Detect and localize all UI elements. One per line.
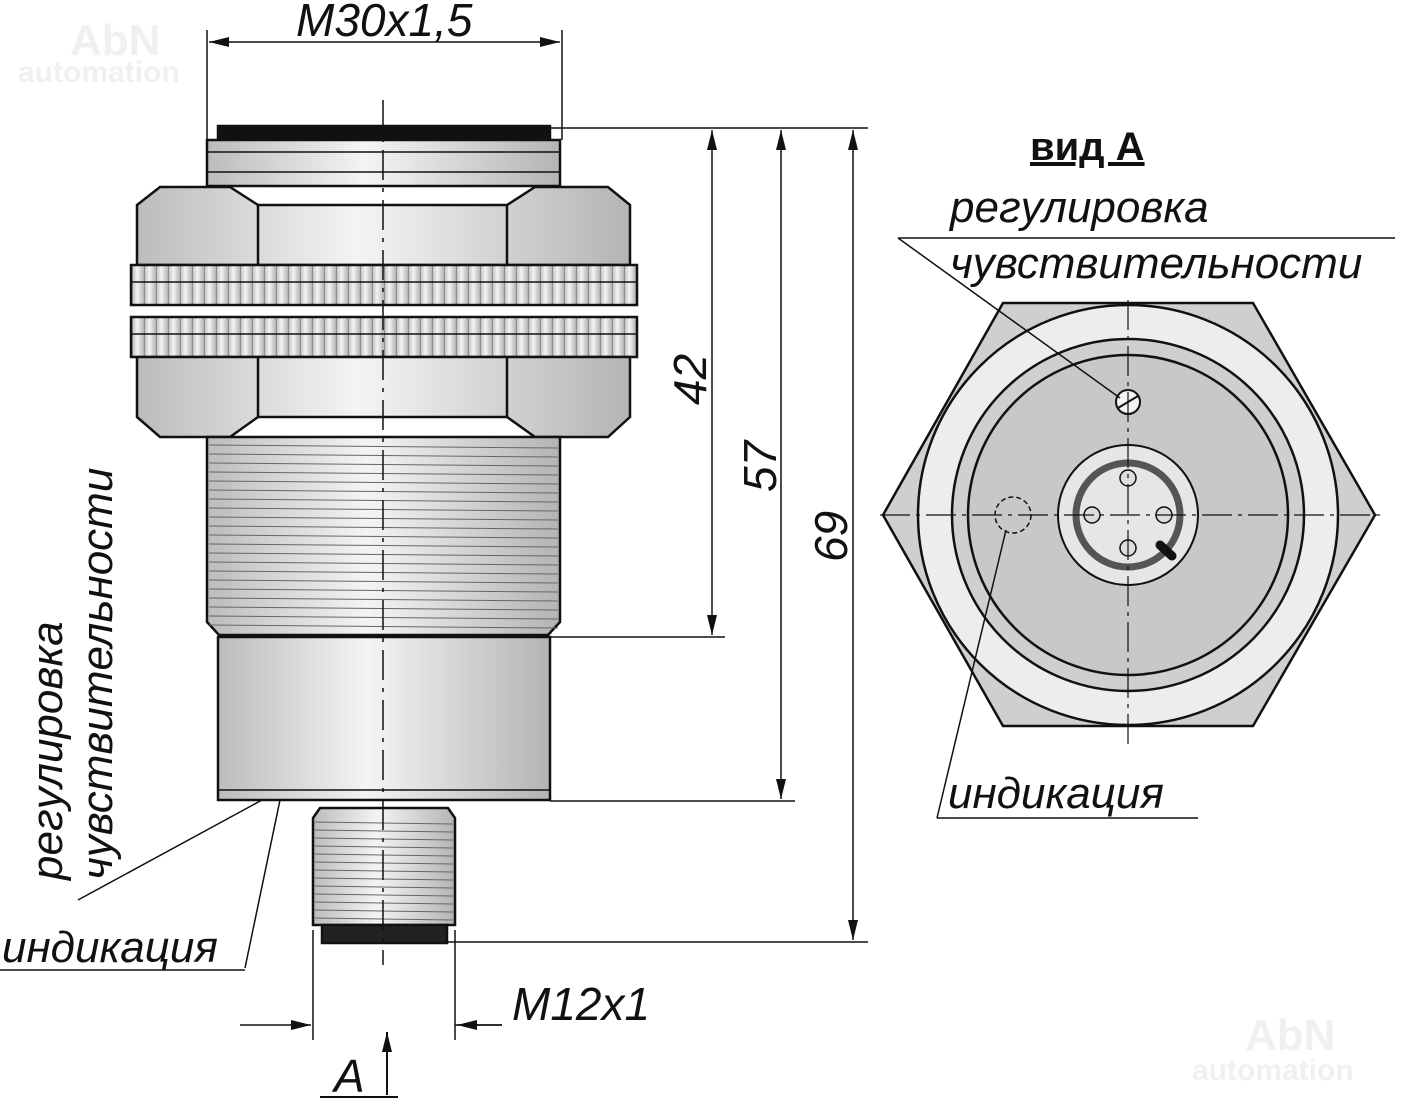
thread-line — [314, 837, 454, 841]
side-indication-label: индикация — [2, 923, 218, 972]
dimension-m12 — [240, 930, 502, 1040]
view-a-marker — [320, 1032, 398, 1098]
thread-line — [314, 877, 454, 881]
thread-line — [314, 893, 454, 897]
thread-line — [314, 853, 454, 857]
end-view-center-lines — [880, 300, 1380, 745]
svg-text:automation: automation — [1192, 1054, 1354, 1087]
thread-line — [208, 597, 559, 602]
end-view-leaders — [897, 237, 1395, 819]
dimension-verticals — [447, 127, 868, 943]
thread-line — [314, 917, 454, 921]
thread-line — [314, 845, 454, 849]
watermark-bottom: AbN automation — [1192, 1011, 1354, 1087]
view-a-marker-label: A — [331, 1050, 365, 1101]
svg-text:automation: automation — [18, 56, 180, 89]
thread-line — [208, 534, 559, 539]
dimension-m30 — [206, 30, 563, 140]
svg-text:AbN: AbN — [1245, 1011, 1335, 1060]
side-sensitivity-label-1: регулировка — [23, 621, 72, 882]
side-sensitivity-label-2: чувствительности — [73, 468, 122, 880]
thread-line — [314, 869, 454, 873]
end-sensitivity-label-2: чувствительности — [950, 239, 1362, 288]
sensor-side-view — [129, 124, 639, 945]
svg-text:AbN: AbN — [70, 16, 160, 65]
end-indication-label: индикация — [948, 769, 1164, 818]
end-sensitivity-label-1: регулировка — [948, 183, 1209, 232]
thread-line — [314, 829, 454, 833]
thread-line — [314, 861, 454, 865]
thread-line — [314, 901, 454, 905]
thread-line — [208, 543, 559, 548]
thread-line — [314, 885, 454, 889]
dimension-42-label: 42 — [664, 354, 716, 405]
watermark-top: AbN automation — [18, 16, 180, 89]
thread-line — [208, 444, 559, 449]
dimension-m12-label: M12x1 — [512, 978, 650, 1030]
view-title: вид А — [1030, 125, 1145, 169]
dimension-69-label: 69 — [805, 511, 857, 562]
thread-line — [208, 480, 559, 485]
dimension-57-label: 57 — [734, 439, 786, 492]
sensor-end-view — [881, 301, 1377, 728]
dimension-m30-label: M30x1,5 — [296, 0, 473, 46]
thread-line — [208, 579, 559, 584]
side-leaders — [0, 799, 281, 971]
thread-line — [314, 821, 454, 825]
thread-line — [314, 909, 454, 913]
